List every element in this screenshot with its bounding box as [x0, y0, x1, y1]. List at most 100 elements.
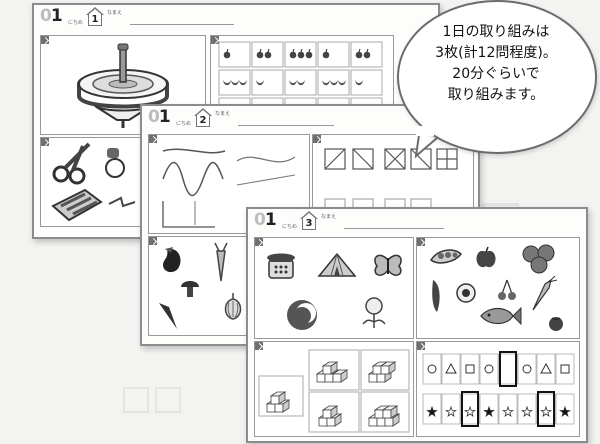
- panel-spinning-top: [40, 35, 206, 135]
- telephone-icon: [267, 253, 295, 279]
- speech-bubble-line: 取り組みます。: [447, 87, 545, 103]
- dandelion-icon: [362, 297, 386, 328]
- sheet-number-badge: 1: [86, 7, 104, 27]
- star-icon: [445, 405, 457, 417]
- key-ring-icon: [105, 148, 125, 178]
- star-icon: [483, 405, 495, 417]
- name-field[interactable]: [344, 214, 444, 229]
- star-icon: [521, 405, 533, 417]
- worksheet-header: 0011 にちめ 2 なまえ: [142, 106, 478, 130]
- corner-arrow-icon: [417, 342, 425, 350]
- shape-icon: [445, 362, 457, 374]
- day-subtitle: にちめ: [68, 20, 84, 26]
- moon-icon: [287, 300, 317, 330]
- background-ghost-text: □□: [120, 378, 185, 418]
- sheet-number-badge: 3: [300, 211, 318, 231]
- apple-icon: [476, 246, 496, 268]
- banana-icon: [251, 69, 284, 96]
- name-label: なまえ: [215, 111, 231, 117]
- day-subtitle: にちめ: [282, 224, 298, 230]
- speech-bubble-tail-joint: [416, 126, 434, 136]
- star-icon: [559, 405, 571, 417]
- panel-object-matching: [254, 237, 414, 339]
- corner-arrow-icon: [41, 138, 49, 146]
- apple-icon: [284, 41, 317, 68]
- name-label: なまえ: [107, 10, 123, 16]
- name-field[interactable]: [130, 10, 234, 25]
- tracing-lines: [162, 148, 296, 228]
- panel-shape-sequence: [416, 341, 580, 437]
- sheet-number: 2: [196, 115, 210, 127]
- banana-icon: [317, 69, 350, 96]
- worksheet-header: 0011 にちめ 1 なまえ: [34, 5, 438, 29]
- spinning-top-icon: [77, 43, 169, 128]
- star-icon: [540, 405, 552, 417]
- worksheet-header: 0011 にちめ 3 なまえ: [248, 209, 586, 233]
- speech-bubble-text: 1日の取り組みは 3枚(計12問程度)。 20分ぐらいで 取り組みます。: [408, 22, 584, 106]
- corner-arrow-icon: [255, 342, 263, 350]
- tomato-icon: [549, 317, 563, 331]
- banana-icon: [350, 69, 383, 96]
- sheet-number: 1: [88, 14, 102, 26]
- banana-icon: [284, 69, 317, 96]
- eggplant-icon: [163, 247, 181, 273]
- cookies-icon: [522, 244, 555, 274]
- shape-icon: [427, 364, 437, 374]
- panel-cube-counting: [254, 341, 414, 437]
- corner-arrow-icon: [211, 36, 219, 44]
- shape-icon: [484, 364, 494, 374]
- corner-arrow-icon: [149, 135, 157, 143]
- apple-icon: [251, 41, 284, 68]
- cube-stack-icon: [265, 391, 291, 413]
- peapod-icon: [429, 249, 462, 264]
- apple-icon: [350, 41, 383, 68]
- tent-icon: [317, 252, 357, 277]
- speech-bubble-line: 3枚(計12問程度)。: [435, 45, 557, 61]
- shape-icon: [465, 364, 475, 374]
- cube-stack-icon: [367, 361, 397, 383]
- corner-arrow-icon: [255, 238, 263, 246]
- sheet-number: 3: [302, 218, 316, 230]
- day-subtitle: にちめ: [176, 121, 192, 127]
- cherries-icon: [498, 279, 516, 300]
- name-label: なまえ: [321, 214, 337, 220]
- day-number: 0011: [254, 210, 277, 230]
- shape-icon: [522, 364, 532, 374]
- carrot-icon: [532, 275, 558, 311]
- corner-arrow-icon: [41, 36, 49, 44]
- shape-icon: [499, 351, 517, 387]
- onion-icon: [224, 293, 242, 320]
- speech-bubble-line: 20分ぐらいで: [452, 66, 540, 82]
- sheet-number-badge: 2: [194, 108, 212, 128]
- cube-stack-icon: [367, 405, 401, 427]
- speech-bubble-line: 1日の取り組みは: [442, 24, 550, 40]
- tool-tray-icon: [51, 188, 103, 222]
- corner-arrow-icon: [149, 237, 157, 245]
- corner-arrow-icon: [313, 135, 321, 143]
- panel-line-tracing: [148, 134, 310, 234]
- egg-icon: [456, 283, 476, 303]
- carrot-icon: [214, 242, 228, 282]
- banana-icon: [218, 69, 251, 96]
- butterfly-icon: [374, 254, 402, 276]
- mushroom-icon: [181, 281, 199, 297]
- eggplant-icon: [432, 280, 440, 312]
- apple-icon: [317, 41, 350, 68]
- day-number: 0011: [40, 6, 63, 26]
- shape-icon: [560, 364, 570, 374]
- day-number: 0011: [148, 107, 171, 127]
- corner-arrow-icon: [417, 238, 425, 246]
- scissors-icon: [52, 142, 91, 185]
- worksheet-3: 0011 にちめ 3 なまえ: [246, 207, 588, 443]
- shape-icon: [540, 362, 552, 374]
- star-icon: [464, 405, 476, 417]
- panel-food-matching: [416, 237, 580, 339]
- clip-icon: [108, 196, 136, 208]
- fish-icon: [480, 306, 522, 326]
- star-icon: [502, 405, 514, 417]
- star-icon: [426, 405, 438, 417]
- cube-stack-icon: [317, 405, 343, 427]
- name-field[interactable]: [238, 111, 334, 126]
- apple-icon: [218, 41, 251, 68]
- cube-stack-icon: [315, 361, 349, 383]
